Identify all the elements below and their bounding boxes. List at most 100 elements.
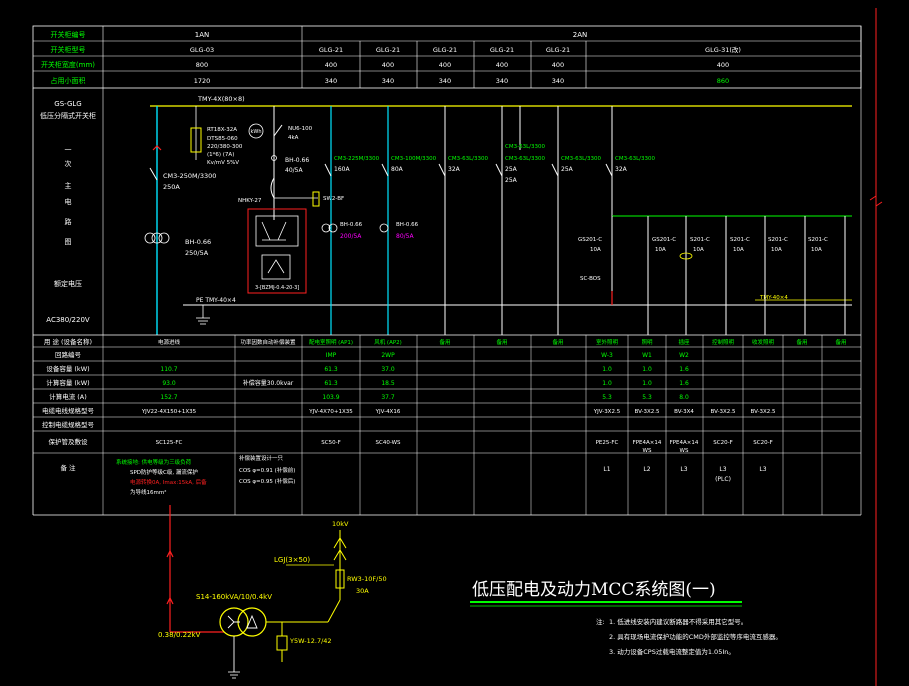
switchgear-desc: 低压分隔式开关柜	[40, 111, 96, 120]
meter-rating: 220/380-300	[207, 144, 243, 150]
remark-2-line-1: 补偿装置设计一只	[239, 454, 284, 462]
width-col-3: 400	[382, 61, 394, 69]
table-cell-circuit-7: W-3	[601, 352, 613, 359]
area-col-6: 340	[552, 77, 564, 85]
group-1an: 1AN	[195, 31, 209, 39]
pe-busbar-label: PE TMY-40×4	[196, 297, 236, 304]
main-busbar-label: TMY-4X(80×8)	[197, 95, 245, 103]
remark-small-4-sub: (PLC)	[715, 476, 731, 483]
capacitor-bank	[261, 254, 291, 280]
table-cell-conduit2-8: WS	[643, 448, 652, 454]
feeder-5-breaker: CM3-63L/3300	[561, 156, 601, 162]
capacitor-inner	[255, 215, 299, 247]
table-cell-capacity-8: 1.0	[642, 366, 652, 373]
table-cell-purpose-8: 照明	[641, 339, 653, 346]
group-2an: 2AN	[573, 31, 587, 39]
notes-label: 注:	[596, 617, 605, 626]
table-cell-cable-7: YJV-3X2.5	[593, 409, 621, 415]
hv-voltage: 10kV	[332, 520, 349, 528]
feeder-2-ct: BH-0.66	[396, 222, 419, 228]
remark-small-3: L3	[680, 466, 687, 473]
sub-feeder-3-breaker: S201-C	[690, 237, 710, 243]
sub-feeder-1-breaker: GS201-C	[578, 237, 602, 243]
table-cell-conduit-8: FPE4A×14	[633, 440, 662, 446]
table-cell-cable-11: BV-3X2.5	[750, 409, 776, 415]
table-cell-purpose-9: 插座	[678, 338, 690, 346]
table-cell-purpose-6: 备用	[552, 338, 563, 346]
table-cell-calc-current-0: 152.7	[160, 394, 177, 401]
row-label-calc-capacity: 计算容量 (kW)	[46, 378, 89, 387]
feeder-6-breaker: CM3-63L/3300	[505, 144, 545, 150]
feeder-2-ratio: 80/5A	[396, 233, 414, 240]
ct-small-ratio: 40/5A	[285, 167, 303, 174]
table-cell-conduit-0: SC125-FC	[156, 440, 183, 446]
table-cell-cable-3: YJV-4X16	[375, 409, 401, 415]
ct-incoming-1	[144, 232, 156, 244]
table-cell-purpose-2: 配电室照明 (AP1)	[309, 338, 353, 346]
table-cell-purpose-1: 功率因数自动补偿装置	[240, 338, 296, 346]
sub-feeder-4-current: 10A	[733, 247, 744, 253]
table-cell-calc-capacity-7: 1.0	[602, 380, 612, 387]
vert-char-6: 图	[65, 238, 72, 246]
table-cell-capacity-2: 61.3	[324, 366, 338, 373]
width-col-1: 800	[196, 61, 208, 69]
surge-meter-icon	[248, 123, 264, 139]
table-cell-conduit-10: SC20-F	[713, 440, 732, 446]
header-label-cabinet-no: 开关柜编号	[51, 30, 86, 39]
vert-char-2: 次	[65, 159, 72, 168]
area-col-3: 340	[382, 77, 394, 85]
sub-feeder-5-current: 10A	[771, 247, 782, 253]
left-panel: GS-GLG 低压分隔式开关柜 一 次 主 电 路 图 额定电压 AC380/2…	[40, 88, 104, 335]
width-col-6: 400	[552, 61, 564, 69]
feeder-5-current: 25A	[561, 166, 574, 173]
vert-char-4: 电	[65, 197, 72, 206]
hv-fuse	[335, 569, 345, 589]
type-col-4: GLG-21	[433, 46, 457, 54]
drawing-title: 低压配电及动力MCC系统图(一)	[472, 580, 716, 600]
table-cell-capacity-7: 1.0	[602, 366, 612, 373]
width-col-2: 400	[325, 61, 337, 69]
row-label-conduit: 保护管及敷设	[49, 437, 89, 446]
fuse-spec: RT18X-32A	[207, 127, 237, 133]
table-cell-conduit2-9: WS	[680, 448, 689, 454]
sub-feeder-4: S201-C 10A	[725, 216, 750, 335]
feeder-7-breaker: CM3-63L/3300	[615, 156, 655, 162]
row-label-circuit: 回路编号	[55, 350, 82, 359]
header-label-cabinet-type: 开关柜型号	[51, 45, 86, 54]
table-cell-calc-capacity-8: 1.0	[642, 380, 652, 387]
sub-feeder-4-breaker: S201-C	[730, 237, 750, 243]
remark-small-4: L3	[719, 466, 726, 473]
area-col-4: 340	[439, 77, 451, 85]
feeder-3-current: 32A	[448, 166, 461, 173]
type-col-2: GLG-21	[319, 46, 343, 54]
ct-incoming-3	[158, 232, 170, 244]
feeder-2: CM3-100M/3300 80A BH-0.66 80/5A	[379, 106, 437, 335]
capacitor-detail: 3-[BZMJ-0.4-20-3]	[255, 285, 299, 291]
feeder-2-breaker: CM3-100M/3300	[391, 156, 437, 162]
table-cell-cable-9: BV-3X4	[674, 409, 694, 415]
table-cell-capacity-9: 1.6	[679, 366, 689, 373]
feeder-1-current: 160A	[334, 166, 350, 173]
table-cell-purpose-3: 风机 (AP2)	[374, 338, 402, 346]
table-cell-purpose-0: 电源进线	[158, 338, 181, 346]
table-cell-conduit-9: FPE4A×14	[670, 440, 699, 446]
note-3: 3. 动力设备CPS过载电流整定值为1.05In。	[609, 647, 735, 656]
incoming-breaker-symbol	[149, 167, 158, 181]
ct-incoming-ratio: 250/5A	[185, 249, 209, 257]
coil-symbol	[270, 177, 275, 199]
table-cell-purpose-13: 备用	[835, 338, 846, 346]
width-col-4: 400	[439, 61, 451, 69]
type-col-7: GLG-31(改)	[705, 45, 741, 54]
table-cell-circuit-3: 2WP	[381, 352, 395, 359]
small-busbar-label: TMY-40×4	[759, 295, 788, 301]
feeder-3-breaker: CM3-63L/3300	[448, 156, 488, 162]
vert-char-3: 主	[65, 181, 72, 190]
row-label-remarks: 备 注	[60, 463, 76, 472]
incoming-breaker: CM3-250M/3300	[163, 172, 216, 180]
table-cell-purpose-11: 收发照明	[752, 338, 775, 346]
sub-feeder-2-current: 10A	[655, 247, 666, 253]
hv-cable: LGJ(3×50)	[274, 556, 310, 564]
ct-incoming-2	[151, 232, 163, 244]
row-label-cable: 电缆电线规格型号	[42, 406, 95, 415]
